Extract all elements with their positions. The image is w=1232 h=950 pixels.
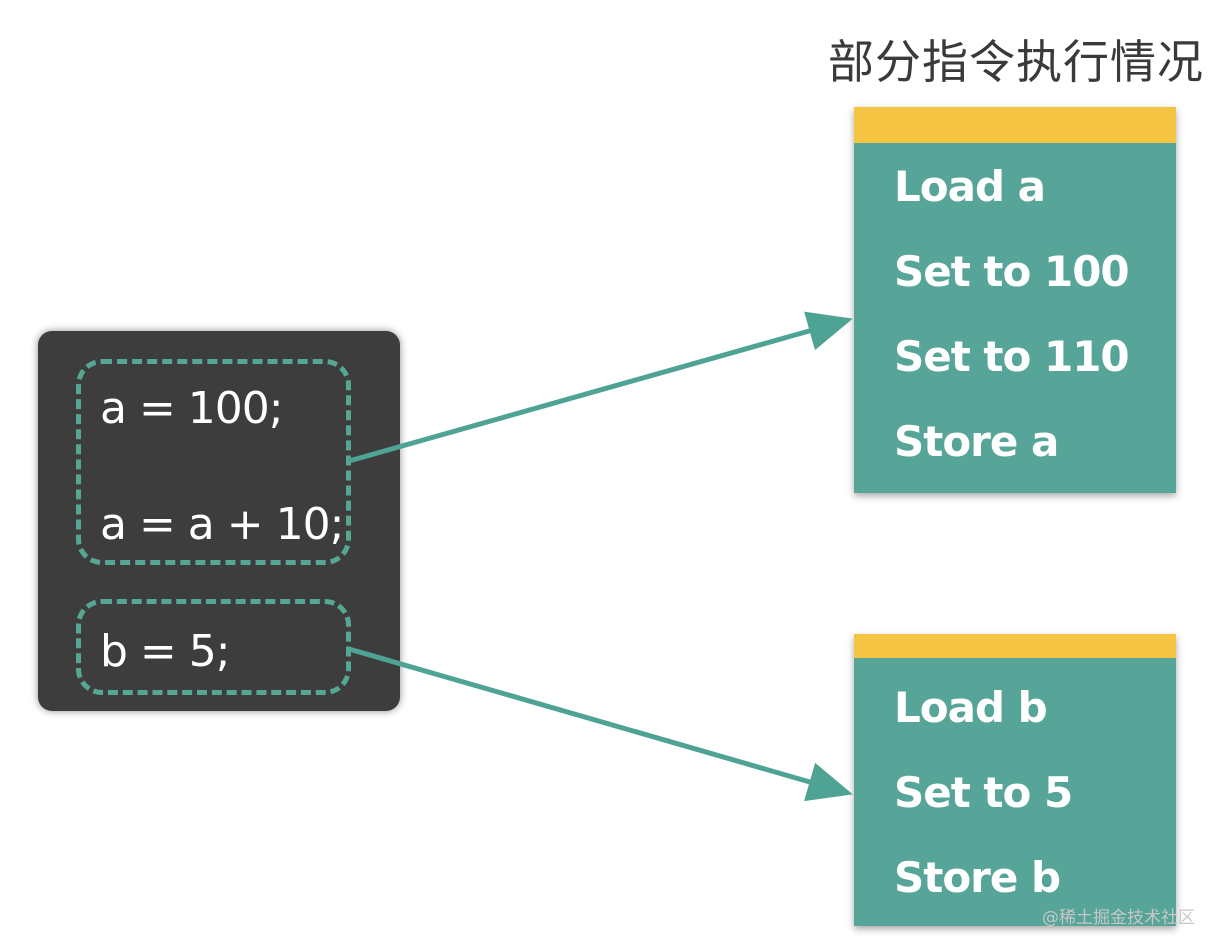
diagram-title: 部分指令执行情况 [828,35,1204,89]
code-panel: a = 100; a = a + 10; b = 5; [38,331,400,711]
code-group-b [76,599,351,695]
instruction-box-b: Load b Set to 5 Store b [854,634,1176,926]
code-group-a [76,359,351,565]
watermark: @稀土掘金技术社区 [1042,908,1195,928]
instruction-item: Set to 110 [894,332,1130,381]
instruction-box-header [854,107,1176,143]
instruction-item: Store a [894,417,1059,466]
instruction-list: Load b Set to 5 Store b [854,658,1176,933]
arrow-to-box-a [348,311,853,464]
arrow-to-box-b [348,646,853,802]
instruction-item: Store b [894,853,1061,902]
instruction-box-a: Load a Set to 100 Set to 110 Store a [854,107,1176,493]
code-line: a = 100; [100,383,284,434]
instruction-item: Load b [894,683,1048,732]
instruction-item: Load a [894,162,1046,211]
code-line: a = a + 10; [100,499,344,550]
instruction-item: Set to 5 [894,768,1073,817]
code-line: b = 5; [100,626,231,677]
instruction-box-header [854,634,1176,658]
instruction-list: Load a Set to 100 Set to 110 Store a [854,143,1176,497]
instruction-item: Set to 100 [894,247,1130,296]
